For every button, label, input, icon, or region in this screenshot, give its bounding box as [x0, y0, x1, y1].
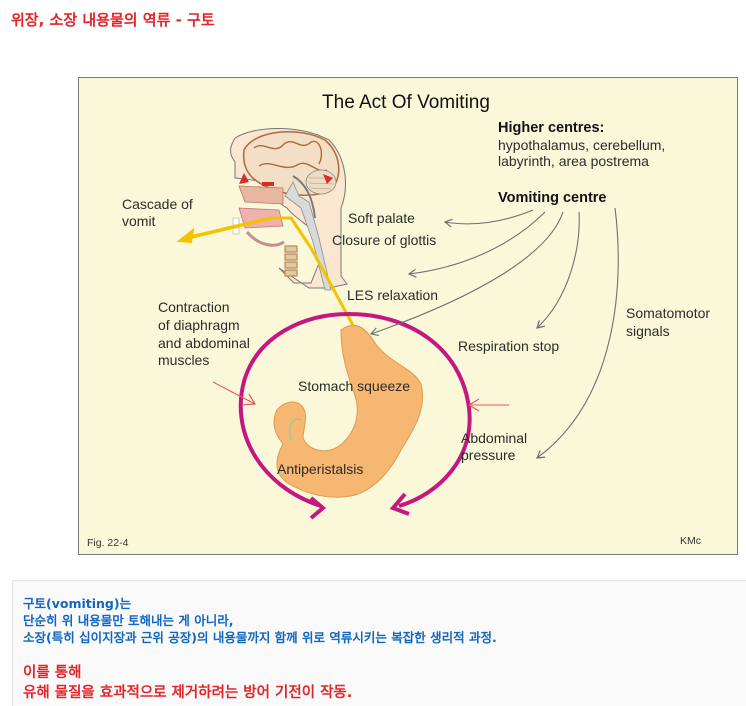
caption-line-5: 유해 물질을 효과적으로 제거하려는 방어 기전이 작동. — [23, 685, 353, 701]
contraction-label-line-4: muscles — [158, 352, 209, 368]
caption-box: 구토(vomiting)는 단순히 위 내용물만 토해내는 게 아니라, 소장(… — [12, 580, 746, 706]
figure-credit: KMc — [680, 535, 701, 547]
caption-line-4: 이를 통해 — [23, 665, 82, 681]
contraction-label-line-1: Contraction — [158, 299, 230, 315]
caption-line-1: 구토(vomiting)는 — [23, 596, 132, 611]
stomach-illustration — [273, 324, 424, 498]
diaphragm-pressure-arrow — [212, 381, 257, 406]
abdominal-pressure-label-line-2: pressure — [461, 447, 516, 463]
figure-title: The Act Of Vomiting — [322, 92, 490, 113]
squeeze-circle — [238, 311, 472, 508]
antiperistalsis-arrow-icon — [289, 418, 302, 441]
caption-line-2: 단순히 위 내용물만 토해내는 게 아니라, — [23, 613, 234, 628]
abdominal-pressure-label-line-1: Abdominal — [461, 430, 527, 446]
contraction-label-line-3: and abdominal — [158, 335, 250, 351]
diagram-canvas: The Act Of Vomiting — [87, 92, 710, 549]
figure-number: Fig. 22-4 — [87, 537, 129, 549]
respiration-stop-label: Respiration stop — [458, 338, 559, 354]
cascade-arrow-icon — [176, 227, 195, 244]
head-illustration — [230, 128, 348, 291]
page-title: 위장, 소장 내용물의 역류 - 구토 — [11, 11, 215, 29]
antiperistalsis-label: Antiperistalsis — [277, 461, 363, 477]
soft-palate-label: Soft palate — [348, 210, 415, 226]
higher-centres-heading: Higher centres: — [498, 120, 604, 136]
cascade-label-line-2: vomit — [122, 213, 156, 229]
closure-glottis-label: Closure of glottis — [332, 232, 436, 248]
les-relaxation-label: LES relaxation — [347, 287, 438, 303]
higher-centres-line-1: hypothalamus, cerebellum, — [498, 137, 665, 153]
vomit-path — [271, 216, 363, 341]
somatomotor-label-line-2: signals — [626, 323, 670, 339]
squeeze-arrowhead-right-icon — [389, 492, 410, 516]
vomit-cascade-line — [186, 216, 272, 240]
somatomotor-label-line-1: Somatomotor — [626, 305, 710, 321]
caption-line-3: 소장(특히 십이지장과 근위 공장)의 내용물까지 함께 위로 역류시키는 복잡… — [23, 630, 497, 645]
signal-arrows — [369, 207, 619, 459]
vomiting-centre-label: Vomiting centre — [498, 190, 607, 206]
stomach-squeeze-label: Stomach squeeze — [298, 378, 410, 394]
squeeze-arrowhead-left-icon — [309, 496, 327, 520]
higher-centres-line-2: labyrinth, area postrema — [498, 153, 649, 169]
contraction-label-line-2: of diaphragm — [158, 317, 240, 333]
cascade-label-line-1: Cascade of — [122, 196, 193, 212]
vomiting-diagram: The Act Of Vomiting — [78, 77, 738, 555]
